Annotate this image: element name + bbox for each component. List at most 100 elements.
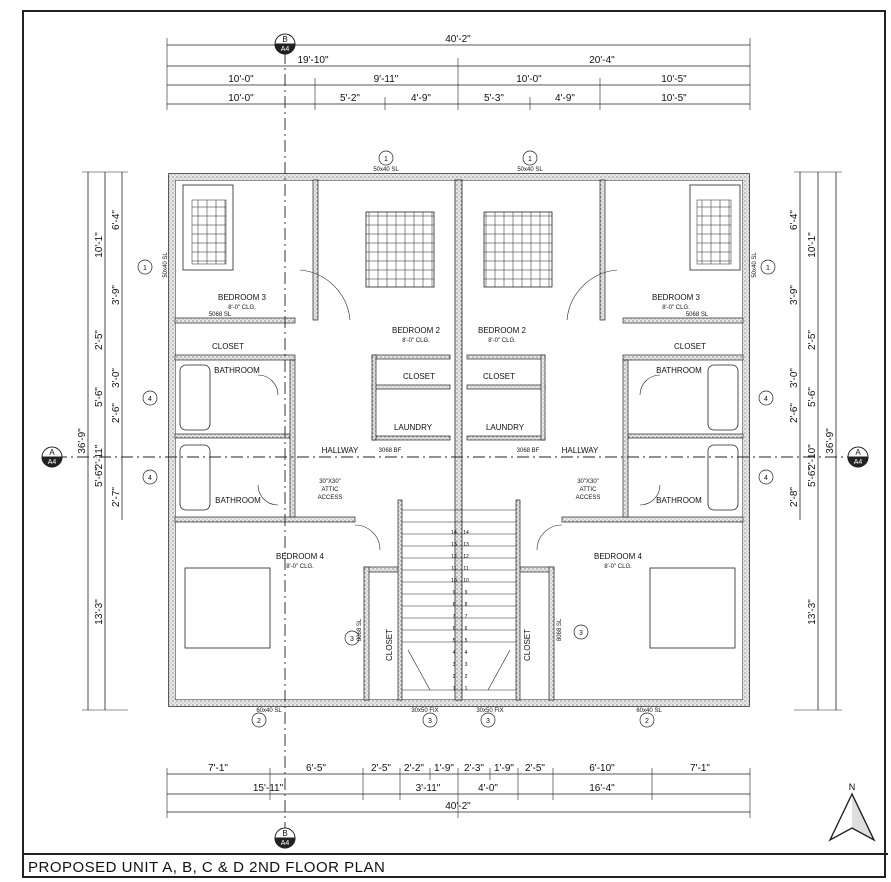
stair-step-number: 7 xyxy=(465,614,468,620)
section-b-top-sheet: A4 xyxy=(281,46,290,53)
drawing-title: PROPOSED UNIT A, B, C & D 2ND FLOOR PLAN xyxy=(28,859,386,876)
tag-4a: 4 xyxy=(148,396,152,403)
dim-bottom-row2-2: 4'-0" xyxy=(478,783,498,794)
dim-left-inner-2: 3'-0" xyxy=(111,368,122,388)
section-b-top-letter: B xyxy=(282,35,287,44)
dim-top-row4-5: 10'-5" xyxy=(661,93,687,104)
room-hallway-right: HALLWAY xyxy=(562,446,599,455)
tag-4b: 4 xyxy=(764,396,768,403)
door-tag-5068: 5068 SL xyxy=(209,312,232,318)
stair-step-number: 14 xyxy=(463,530,469,536)
stair-step-number: 5 xyxy=(465,638,468,644)
dim-right-inner-0: 6'-4" xyxy=(789,210,800,230)
tag-1d: 1 xyxy=(766,265,770,272)
dim-top-row3-3: 10'-5" xyxy=(661,74,687,85)
dim-top-row4-3: 5'-3" xyxy=(484,93,504,104)
stair-step-number: 13 xyxy=(463,542,469,548)
room-closet-4: CLOSET xyxy=(483,372,515,381)
dim-bottom-row1-6: 1'-9" xyxy=(494,763,514,774)
dim-top-overall: 40'-2" xyxy=(445,34,471,45)
north-label: N xyxy=(849,782,856,792)
dim-right-inner-1: 3'-9" xyxy=(789,285,800,305)
dim-bottom-row1-9: 7'-1" xyxy=(690,763,710,774)
ceiling-bed4-left: 8'-0" CLG. xyxy=(286,564,314,570)
section-a-left-sheet: A4 xyxy=(48,459,57,466)
dim-left-mid-4: 5'-6" xyxy=(94,467,105,487)
stair-step-number: 11 xyxy=(463,566,468,572)
stair-step-number: 12 xyxy=(451,554,457,560)
tag-3a: 3 xyxy=(428,718,432,725)
dim-bottom-row1-0: 7'-1" xyxy=(208,763,228,774)
attic-right-0: 30"X30" xyxy=(577,479,599,485)
dim-left-inner-1: 3'-9" xyxy=(111,285,122,305)
dim-left-mid-0: 10'-1" xyxy=(94,232,105,258)
room-closet-1: CLOSET xyxy=(212,342,244,351)
section-a-right-letter: A xyxy=(855,448,861,457)
room-bedroom4-right: BEDROOM 4 xyxy=(594,552,643,561)
window-tag-0: 50x40 SL xyxy=(373,167,399,173)
room-bedroom3-left: BEDROOM 3 xyxy=(218,293,267,302)
dim-bottom-row1-1: 6'-5" xyxy=(306,763,326,774)
room-bathroom-4: BATHROOM xyxy=(656,496,702,505)
attic-right-2: ACCESS xyxy=(576,495,601,501)
stair-step-number: 1 xyxy=(453,686,456,692)
section-a-right-sheet: A4 xyxy=(854,459,863,466)
door-tag-3068-right: 3068 BF xyxy=(517,448,540,454)
dim-top-row4-1: 5'-2" xyxy=(340,93,360,104)
door-tag-5068-right: 5068 SL xyxy=(686,312,709,318)
dim-bottom-row1-8: 6'-10" xyxy=(589,763,615,774)
window-tag-7: 30x50 FIX xyxy=(476,708,503,714)
attic-left-0: 30"X30" xyxy=(319,479,341,485)
room-bedroom2-left: BEDROOM 2 xyxy=(392,326,441,335)
room-closet-3: CLOSET xyxy=(403,372,435,381)
stair-step-number: 13 xyxy=(451,542,457,548)
stair-step-number: 6 xyxy=(465,626,468,632)
title-block: PROPOSED UNIT A, B, C & D 2ND FLOOR PLAN xyxy=(22,853,888,881)
dim-top-row3-1: 9'-11" xyxy=(374,74,399,85)
ceiling-bed4-right: 8'-0" CLG. xyxy=(604,564,632,570)
tag-2b: 2 xyxy=(645,718,649,725)
dim-left-mid-5: 13'-3" xyxy=(94,599,105,625)
dim-left-inner-4: 2'-7" xyxy=(111,487,122,507)
stair-step-number: 4 xyxy=(465,650,468,656)
room-bedroom2-right: BEDROOM 2 xyxy=(478,326,527,335)
attic-left-2: ACCESS xyxy=(318,495,343,501)
dim-bottom-row1-7: 2'-5" xyxy=(525,763,545,774)
room-closet-stair-left: CLOSET xyxy=(385,629,394,661)
dim-bottom-row1-5: 2'-3" xyxy=(464,763,484,774)
ceiling-bed2-left: 8'-0" CLG. xyxy=(402,338,430,344)
attic-left-1: ATTIC xyxy=(322,487,340,493)
tag-1c: 1 xyxy=(143,265,147,272)
dim-right-mid-4: 5'-6" xyxy=(807,467,818,487)
room-bedroom3-right: BEDROOM 3 xyxy=(652,293,701,302)
dim-right-mid-3: 2'-10" xyxy=(807,444,818,470)
dim-left-mid-1: 2'-5" xyxy=(94,330,105,350)
dim-top-row4-2: 4'-9" xyxy=(411,93,431,104)
stair-step-number: 8 xyxy=(465,602,468,608)
ceiling-bed2-right: 8'-0" CLG. xyxy=(488,338,516,344)
door-tag-8068-right: 8068 SL xyxy=(557,618,563,641)
stair-step-number: 1 xyxy=(465,686,468,692)
room-laundry-left: LAUNDRY xyxy=(394,423,433,432)
dim-bottom-row1-2: 2'-5" xyxy=(371,763,391,774)
door-tag-3068: 3068 BF xyxy=(379,448,402,454)
dim-right-inner-2: 3'-0" xyxy=(789,368,800,388)
room-bedroom4-left: BEDROOM 4 xyxy=(276,552,325,561)
dim-right-inner-4: 2'-8" xyxy=(789,487,800,507)
stair-step-number: 4 xyxy=(453,650,456,656)
window-tag-1: 50x40 SL xyxy=(517,167,543,173)
tag-1a: 1 xyxy=(384,156,388,163)
stair-step-number: 11 xyxy=(451,566,456,572)
dim-right-mid-5: 13'-3" xyxy=(807,599,818,625)
dim-left-mid-3: 2'-11" xyxy=(94,444,105,469)
tag-1b: 1 xyxy=(528,156,532,163)
stair-step-number: 12 xyxy=(463,554,469,560)
dim-top-row2-0: 19'-10" xyxy=(297,55,328,66)
dim-left-mid-2: 5'-6" xyxy=(94,387,105,407)
north-arrow-icon: N xyxy=(828,782,876,842)
ceiling-bed3-left: 8'-0" CLG. xyxy=(228,305,256,311)
dim-right-inner-3: 2'-6" xyxy=(789,403,800,423)
dim-right-overall: 36'-9" xyxy=(825,428,836,454)
room-closet-2: CLOSET xyxy=(674,342,706,351)
sheet-border xyxy=(22,10,886,878)
